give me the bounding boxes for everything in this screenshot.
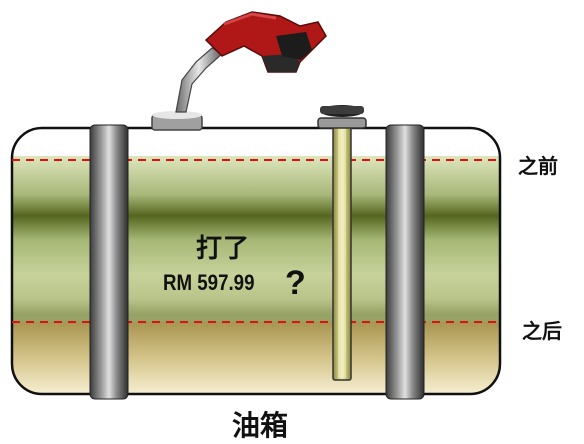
amount-line: RM 597.99 ?	[163, 264, 306, 302]
fuel-nozzle-icon	[175, 11, 327, 113]
before-label: 之前	[518, 154, 558, 178]
tank-outline	[10, 126, 502, 396]
tank-caption: 油箱	[231, 409, 288, 442]
after-label: 之后	[522, 319, 562, 343]
tank-strap-right	[385, 124, 425, 400]
tank-body	[12, 128, 500, 394]
question-text: 打了	[196, 234, 251, 264]
question-mark: ?	[285, 264, 306, 302]
filler-cap-icon	[151, 111, 203, 131]
dipstick-icon	[317, 105, 367, 381]
amount-text: RM 597.99	[163, 270, 255, 295]
tank-strap-left	[89, 124, 129, 400]
